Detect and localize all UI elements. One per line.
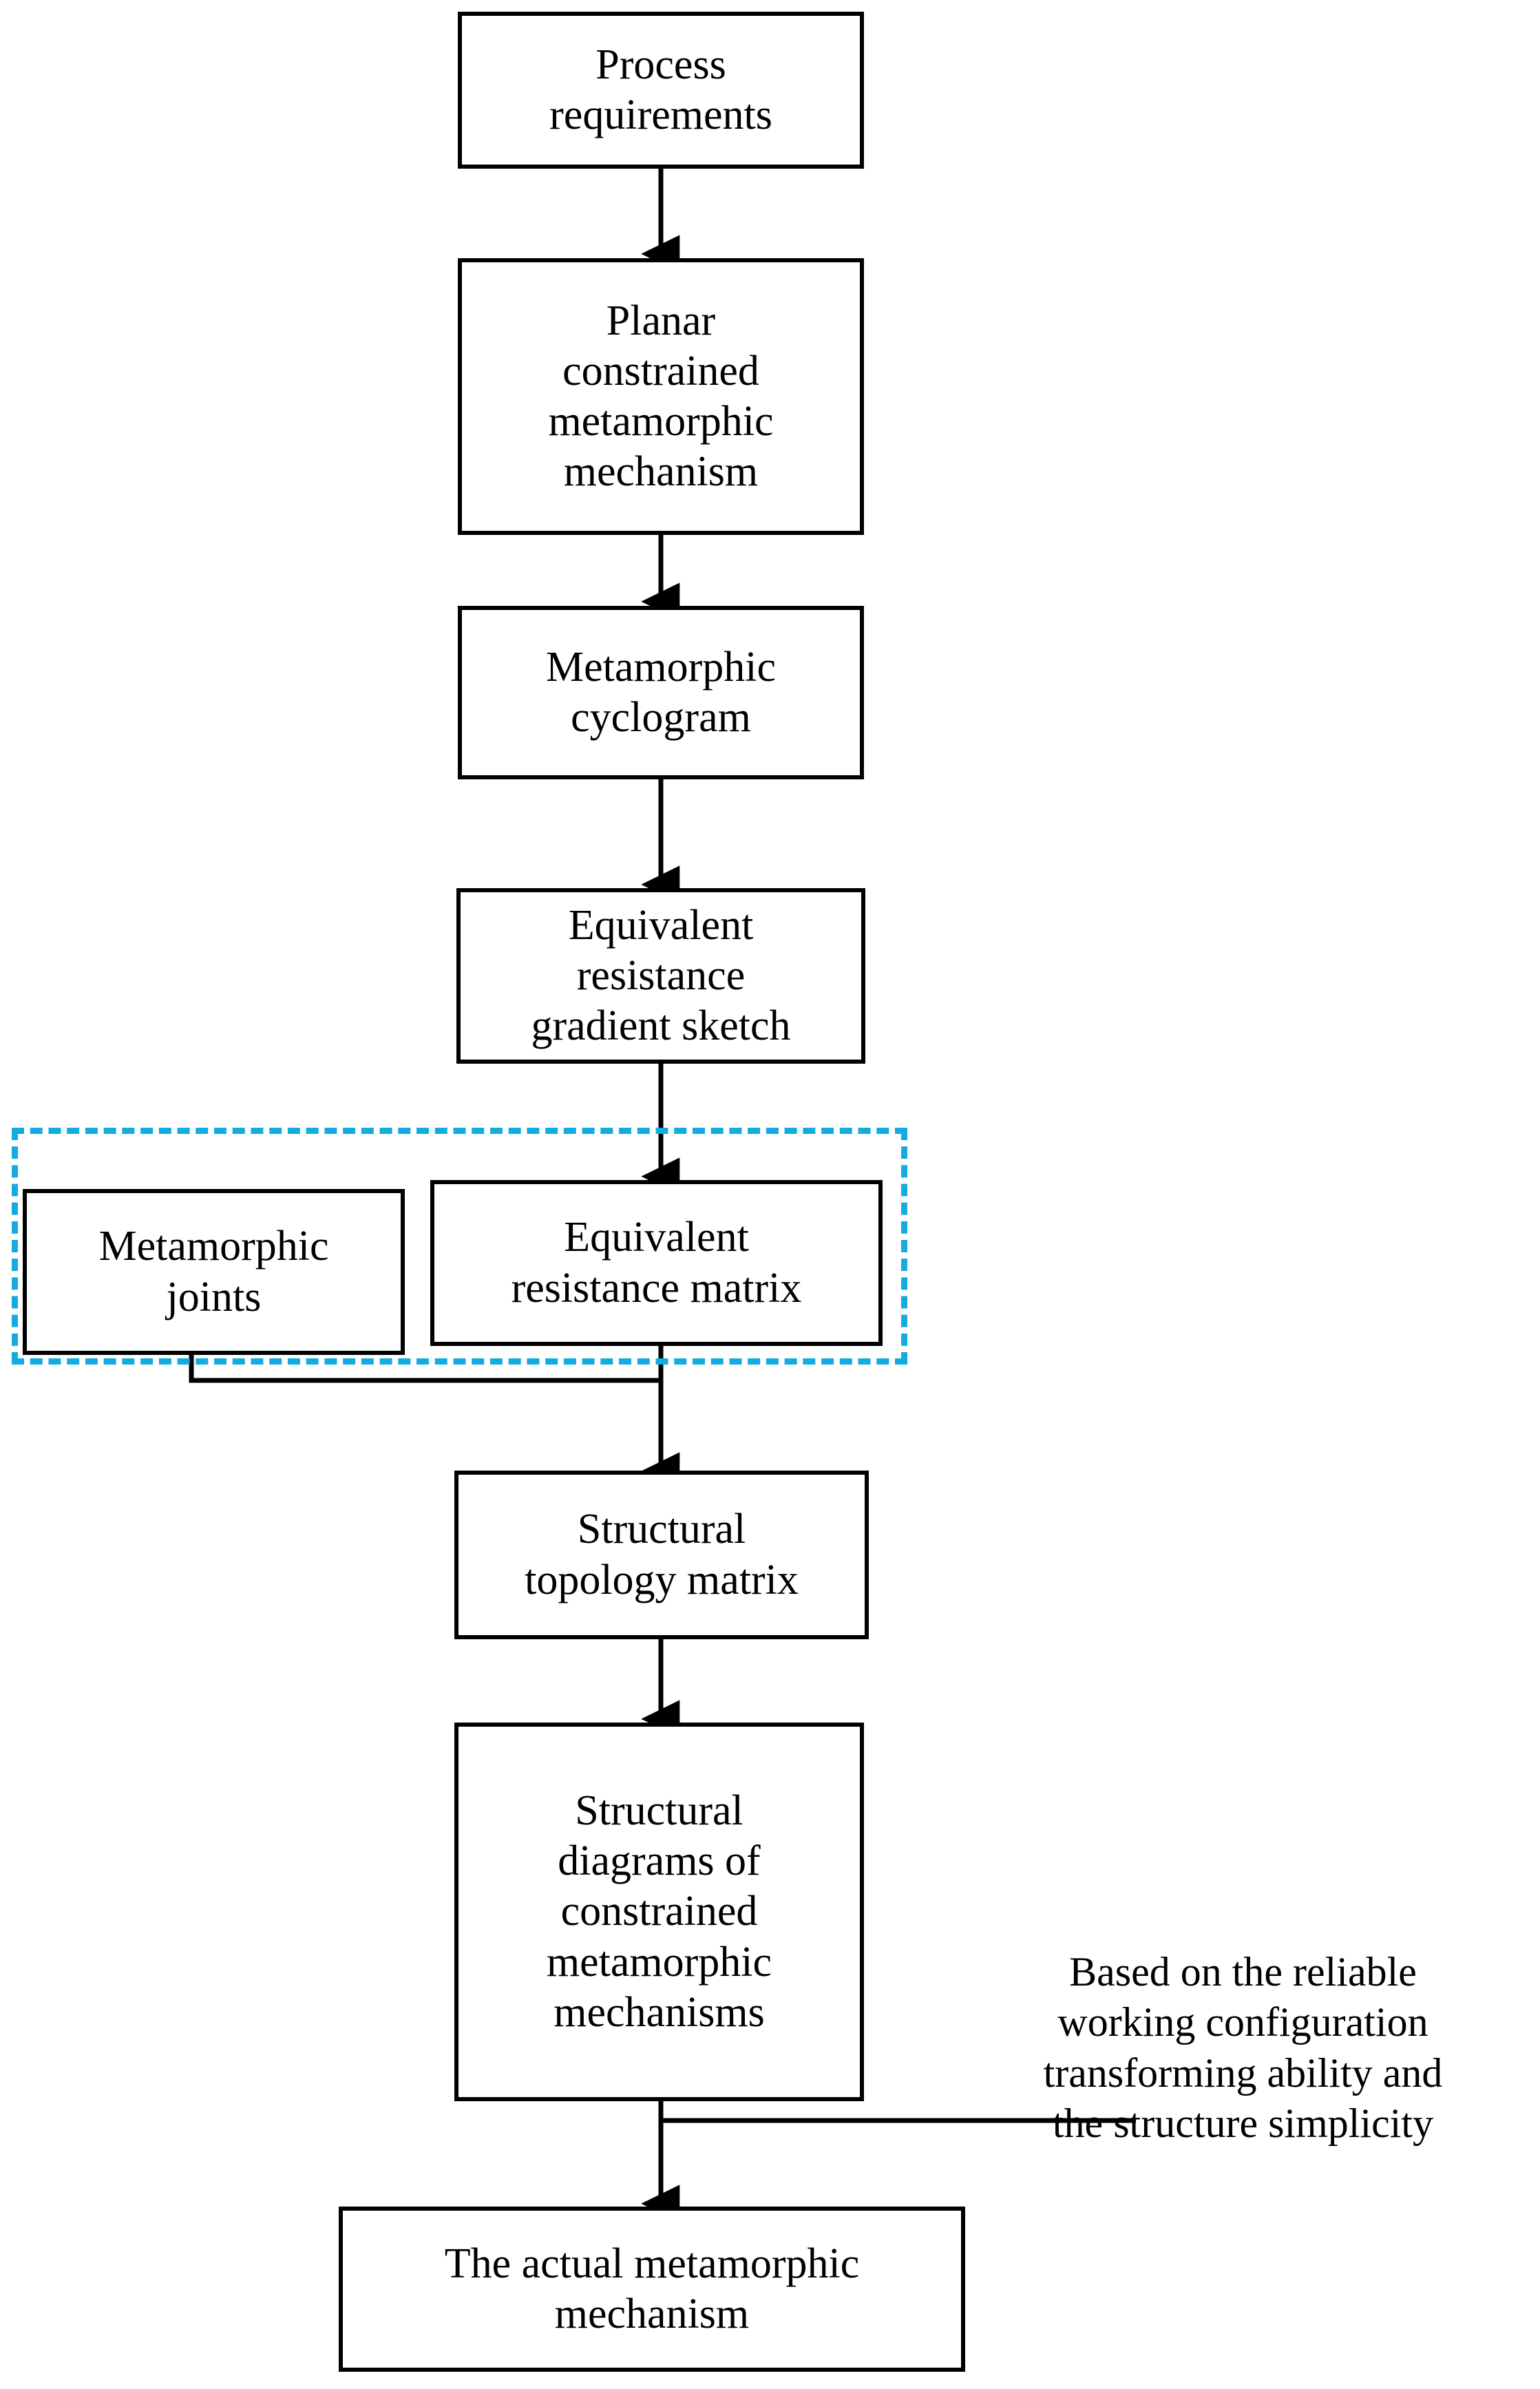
node-the-actual-metamorphic-mechanism[interactable]: The actual metamorphic mechanism (339, 2207, 965, 2372)
node-label: Equivalent resistance matrix (511, 1214, 802, 1312)
annotation-text: Based on the reliable working configurat… (1043, 1949, 1443, 2146)
node-equivalent-resistance-gradient-sketch[interactable]: Equivalent resistance gradient sketch (456, 888, 865, 1064)
edge-joints-to-topology-matrix (189, 1355, 661, 1383)
node-metamorphic-joints[interactable]: Metamorphic joints (23, 1189, 405, 1355)
annotation-selection-criteria: Based on the reliable working configurat… (949, 1897, 1537, 2149)
node-label: Metamorphic joints (98, 1223, 329, 1320)
node-equivalent-resistance-matrix[interactable]: Equivalent resistance matrix (430, 1180, 883, 1346)
node-label: Planar constrained metamorphic mechanism (548, 297, 774, 496)
node-label: Equivalent resistance gradient sketch (531, 901, 791, 1050)
node-label: The actual metamorphic mechanism (444, 2240, 860, 2337)
node-structural-diagrams-of-constrained-metamorphic-mechanisms[interactable]: Structural diagrams of constrained metam… (454, 1723, 864, 2101)
node-label: Structural topology matrix (525, 1506, 799, 1603)
node-process-requirements[interactable]: Process requirements (458, 12, 864, 169)
node-metamorphic-cyclogram[interactable]: Metamorphic cyclogram (458, 606, 864, 779)
node-label: Metamorphic cyclogram (545, 643, 776, 741)
node-planar-constrained-metamorphic-mechanism[interactable]: Planar constrained metamorphic mechanism (458, 258, 864, 535)
node-label: Structural diagrams of constrained metam… (546, 1787, 772, 2036)
node-label: Process requirements (549, 41, 772, 138)
node-structural-topology-matrix[interactable]: Structural topology matrix (454, 1471, 869, 1639)
